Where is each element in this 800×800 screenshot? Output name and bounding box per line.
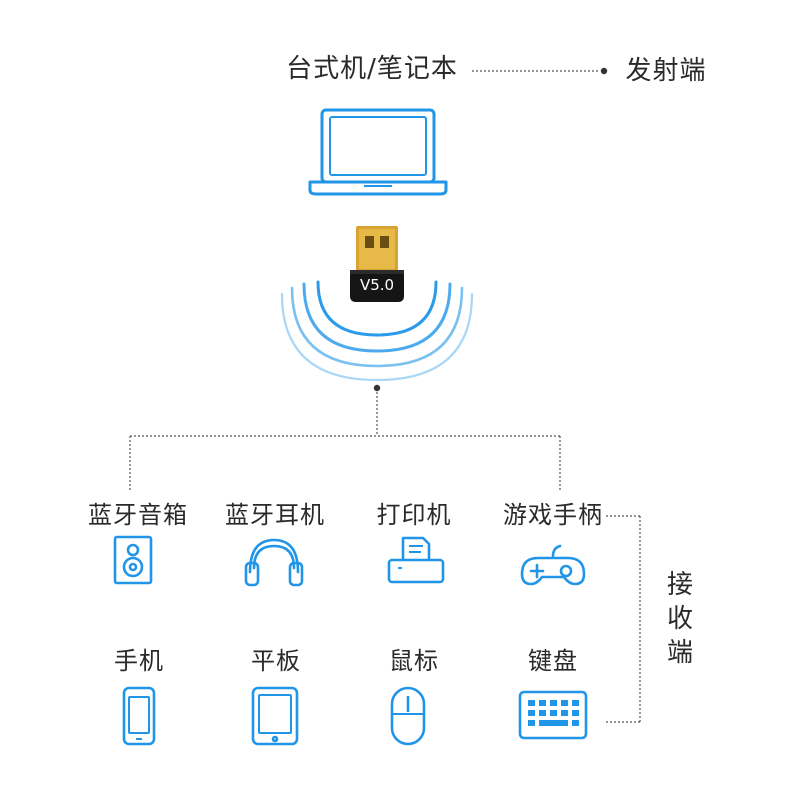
phone-icon (122, 686, 156, 746)
receiver-label-speaker: 蓝牙音箱 (88, 501, 188, 529)
receiver-label-tablet: 平板 (251, 647, 301, 675)
receiver-bracket (606, 515, 641, 723)
headphones-icon (244, 538, 304, 587)
sender-role-label: 发射端 (625, 56, 707, 86)
receiver-label-keyboard: 键盘 (528, 647, 578, 675)
receiver-label-phone: 手机 (114, 647, 164, 675)
receiver-label-gamepad: 游戏手柄 (503, 501, 603, 529)
receiver-label-headphones: 蓝牙耳机 (225, 501, 325, 529)
gamepad-icon (520, 544, 586, 586)
adapter-version-label: V5.0 (360, 276, 394, 294)
keyboard-icon (518, 690, 588, 740)
tablet-icon (251, 686, 299, 746)
usb-adapter-icon (350, 226, 404, 302)
receiver-label-printer: 打印机 (376, 501, 452, 529)
receiver-role-label: 接收端 (666, 570, 693, 668)
mouse-icon (390, 686, 426, 746)
laptop-icon (308, 108, 448, 196)
receiver-label-mouse: 鼠标 (389, 647, 439, 675)
receiver-tree-connector (129, 392, 561, 490)
speaker-icon (113, 535, 153, 585)
signal-waves (280, 280, 474, 382)
sender-device-label: 台式机/笔记本 (286, 54, 458, 84)
sender-connector (472, 67, 608, 75)
printer-icon (387, 536, 445, 584)
adapter-dot (373, 384, 381, 392)
